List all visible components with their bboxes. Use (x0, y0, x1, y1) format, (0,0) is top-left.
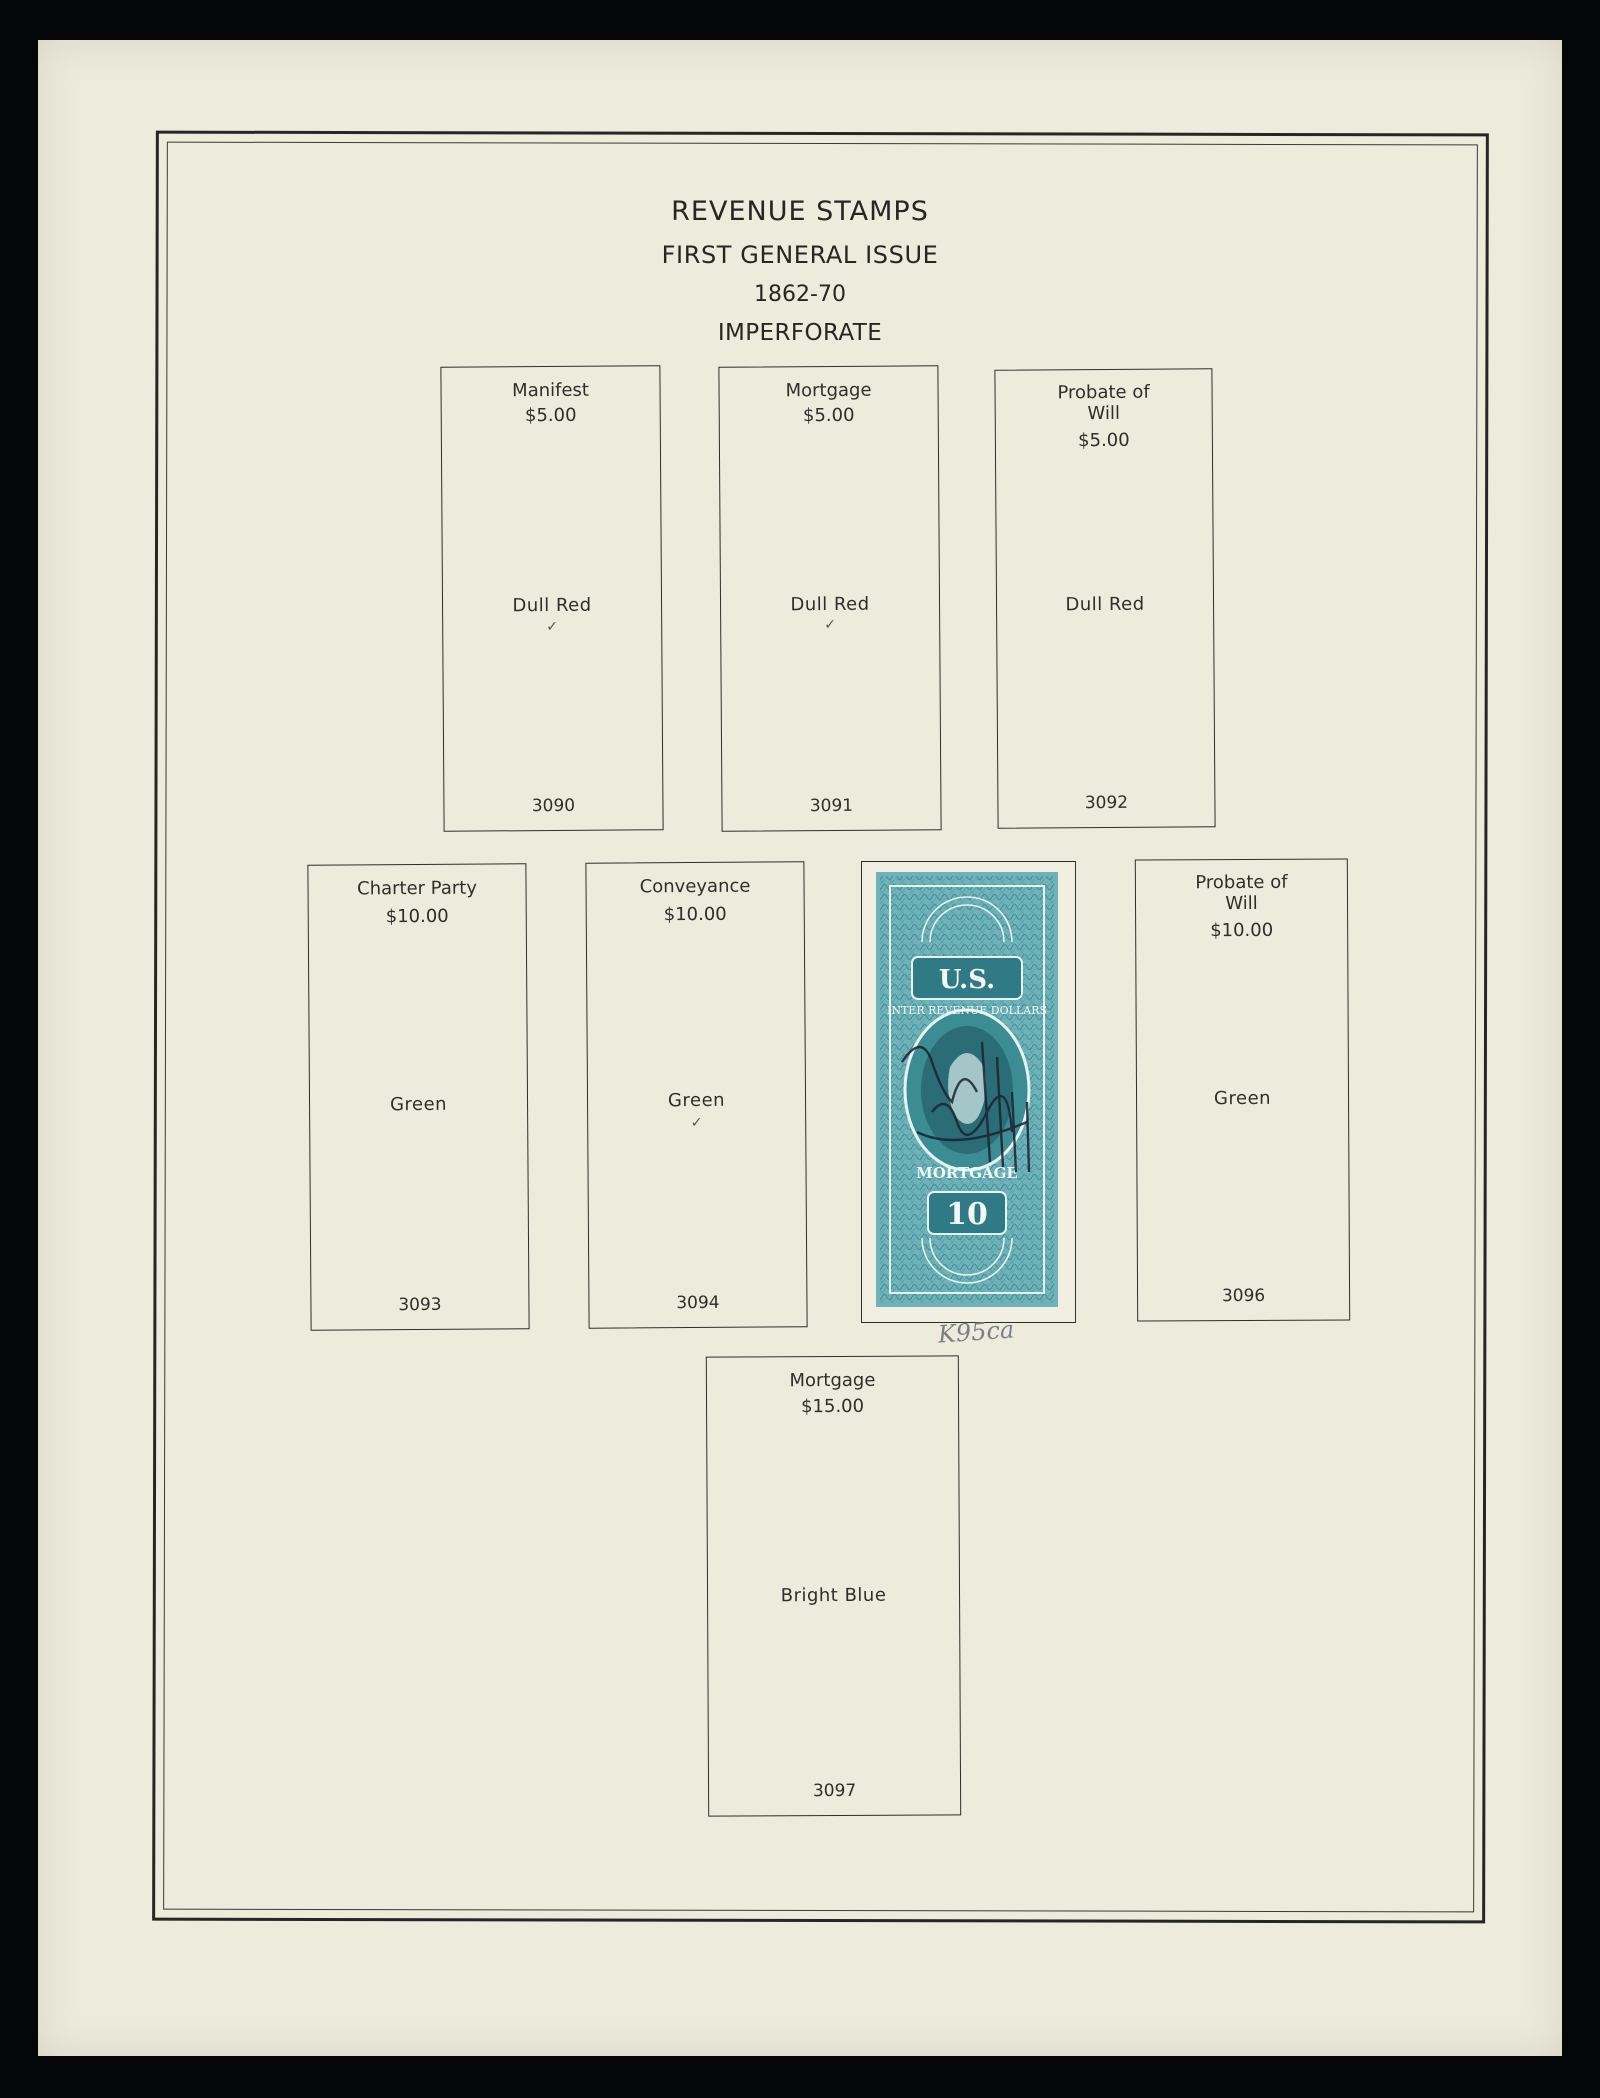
catalogue-number: 3096 (1221, 1285, 1266, 1307)
catalogue-number: 3093 (398, 1294, 442, 1316)
stamp-space-3091: Mortgage $5.00 Dull Red ✓ 3091 (718, 365, 942, 832)
stamp-space-color: Bright Blue (780, 1584, 887, 1607)
stamp-space-color: Green (389, 1093, 448, 1116)
stamp-space-color: Green (667, 1089, 726, 1112)
issue-variety: IMPERFORATE (717, 320, 883, 346)
album-page (38, 40, 1562, 2056)
stamp-space-price: $5.00 (524, 404, 577, 427)
stamp-side-text: INTER REVENUE DOLLARS (887, 1004, 1047, 1017)
stamp-space-name: Charter Party (357, 877, 478, 900)
page-subtitle: FIRST GENERAL ISSUE (661, 241, 939, 269)
page-title: REVENUE STAMPS (671, 196, 929, 227)
catalogue-number: 3092 (1084, 792, 1129, 814)
stamp-space-price: $10.00 (663, 903, 727, 926)
stamp-space-name: Conveyance (639, 875, 751, 898)
stamp-space-3096: Probate of Will $10.00 Green 3096 (1134, 858, 1351, 1322)
mounted-stamp-slot: U.S. INTER REVENUE DOLLARS MORTGAGE 10 (861, 861, 1076, 1323)
stamp-space-price: $15.00 (801, 1395, 865, 1418)
stamp-space-name: Mortgage (789, 1369, 876, 1392)
stamp-space-3093: Charter Party $10.00 Green 3093 (307, 863, 530, 1331)
mortgage-revenue-stamp: U.S. INTER REVENUE DOLLARS MORTGAGE 10 (876, 872, 1058, 1307)
stamp-space-price: $5.00 (802, 404, 855, 427)
check-mark-icon: ✓ (546, 618, 558, 636)
pencil-annotation: K95ca (937, 1315, 1016, 1349)
stamp-value: 10 (946, 1197, 988, 1232)
catalogue-number: 3094 (676, 1292, 720, 1314)
stamp-space-3097: Mortgage $15.00 Bright Blue 3097 (705, 1355, 962, 1817)
stamp-space-name: Mortgage (785, 379, 872, 402)
catalogue-number: 3091 (809, 795, 854, 817)
stamp-space-price: $5.00 (1078, 429, 1130, 452)
stamp-space-3092: Probate of Will $5.00 Dull Red 3092 (994, 368, 1216, 829)
issue-years: 1862-70 (754, 282, 846, 307)
stamp-space-price: $10.00 (385, 905, 449, 928)
stamp-space-color: Dull Red (512, 594, 592, 617)
stamp-space-name: Manifest (512, 379, 590, 402)
check-mark-icon: ✓ (690, 1114, 703, 1132)
stamp-space-name: Probate of Will (1195, 871, 1288, 915)
check-mark-icon: ✓ (824, 616, 836, 634)
stamp-space-color: Dull Red (790, 593, 870, 616)
stamp-space-name: Probate of Will (1057, 381, 1150, 425)
catalogue-number: 3090 (531, 795, 576, 817)
stamp-space-3094: Conveyance $10.00 Green ✓ 3094 (585, 861, 808, 1329)
catalogue-number: 3097 (812, 1780, 857, 1802)
stamp-space-price: $10.00 (1210, 919, 1274, 942)
stamp-top-text: U.S. (939, 965, 995, 995)
stamp-bottom-text: MORTGAGE (916, 1164, 1018, 1182)
stamp-space-3090: Manifest $5.00 Dull Red ✓ 3090 (440, 365, 664, 832)
stamp-space-color: Dull Red (1065, 593, 1145, 616)
stamp-space-color: Green (1213, 1087, 1272, 1110)
